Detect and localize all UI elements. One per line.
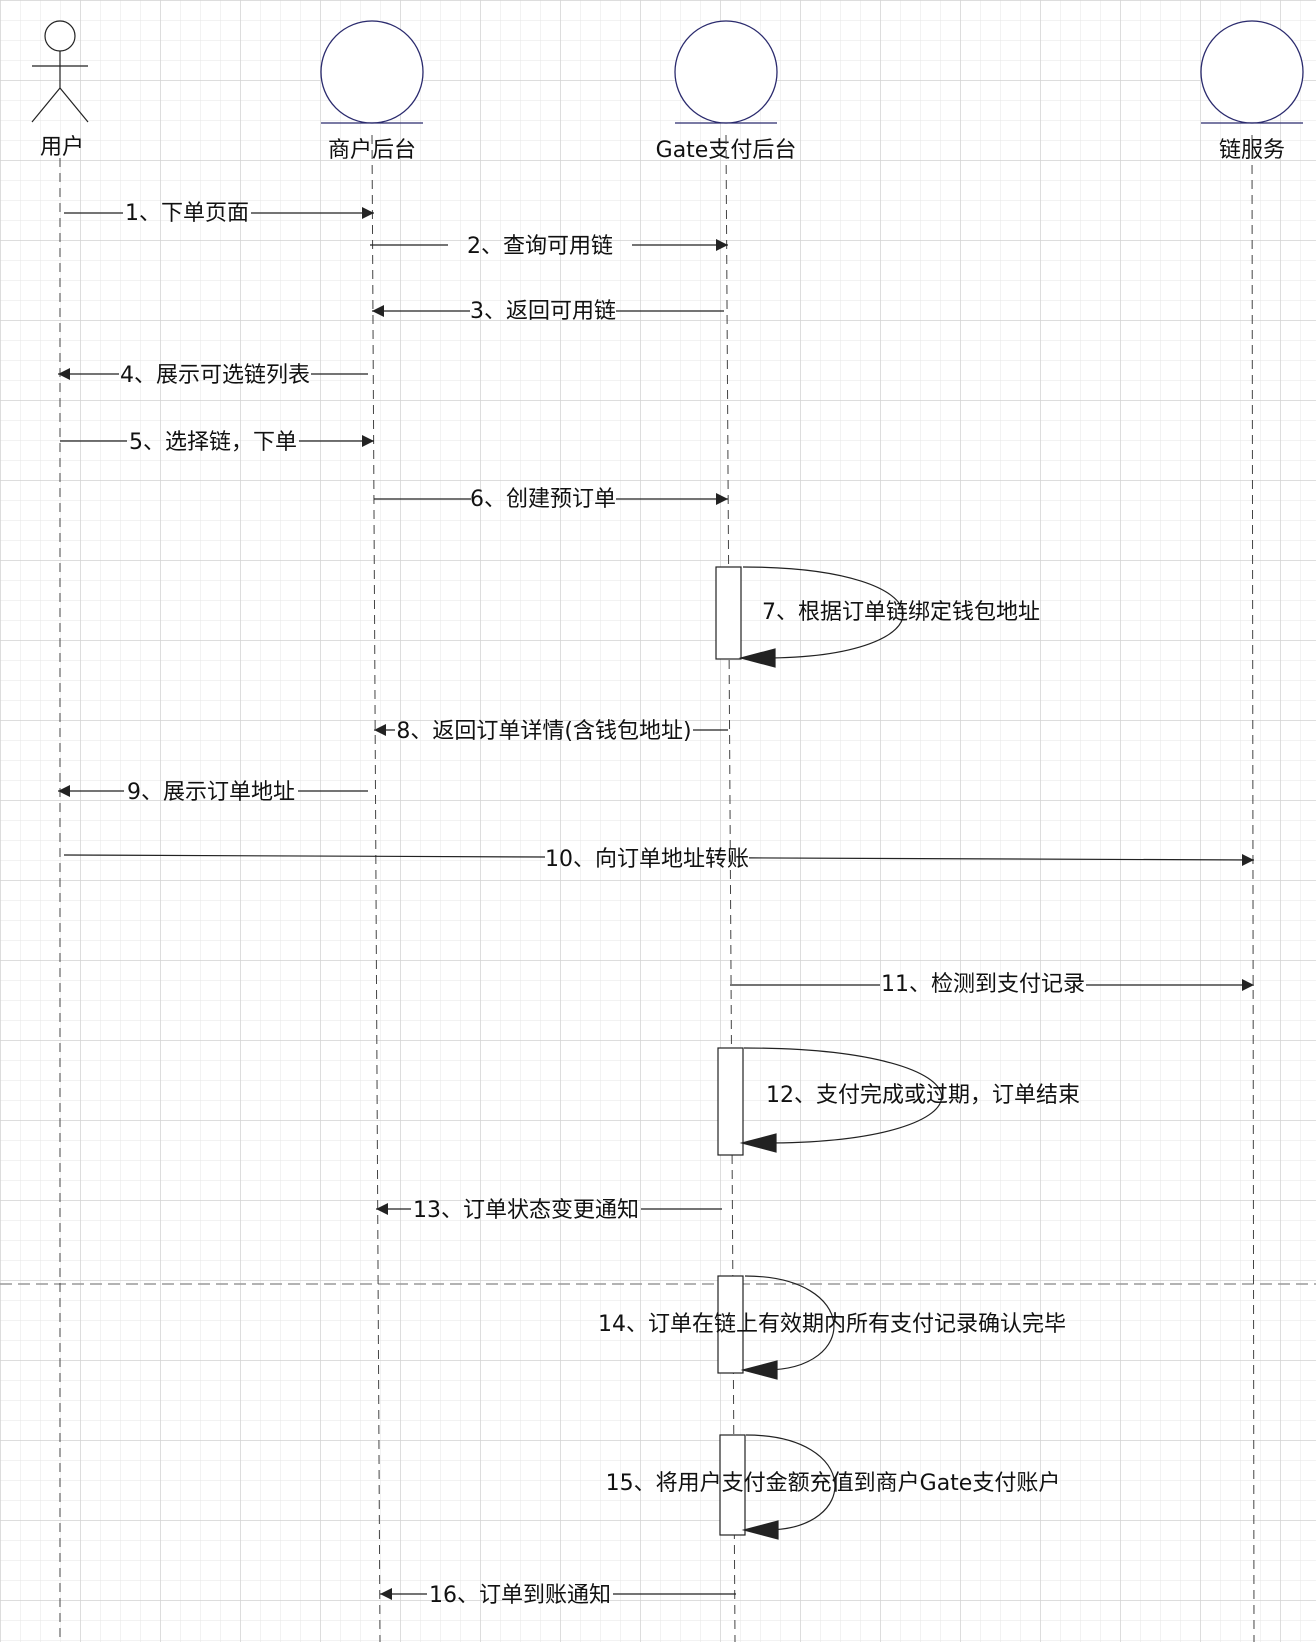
entity-icon (1200, 20, 1304, 124)
message-layer (58, 207, 1255, 1600)
message-arrowhead-6 (716, 493, 728, 505)
lifeline-chain (1251, 134, 1255, 1642)
participant-merchant: 商户后台 (320, 20, 424, 1642)
self-message-arrowhead-12 (739, 1133, 777, 1153)
self-message-curve-12 (743, 1047, 943, 1144)
message-label-9: 9、展示订单地址 (127, 780, 295, 805)
message-arrowhead-3 (372, 305, 384, 317)
activation-bar (719, 1434, 746, 1536)
self-message-curve-14 (744, 1275, 835, 1371)
message-line-10 (63, 854, 546, 858)
message-label-14: 14、订单在链上有效期内所有支付记录确认完毕 (598, 1312, 1066, 1337)
activation-bar (717, 1275, 744, 1374)
message-label-7: 7、根据订单链绑定钱包地址 (762, 600, 1040, 625)
message-arrowhead-2 (716, 239, 728, 251)
message-label-12: 12、支付完成或过期，订单结束 (766, 1083, 1080, 1108)
self-message-curve-7 (742, 566, 904, 659)
message-label-13: 13、订单状态变更通知 (413, 1198, 639, 1223)
entity-icon (320, 20, 424, 124)
message-line-10 (748, 857, 1255, 861)
activation-bar (717, 1047, 744, 1156)
message-label-3: 3、返回可用链 (470, 299, 616, 324)
message-arrowhead-5 (362, 435, 374, 447)
message-label-10: 10、向订单地址转账 (545, 847, 749, 872)
participant-name-user: 用户 (40, 135, 84, 160)
activation-bar (715, 566, 742, 660)
message-label-6: 6、创建预订单 (470, 487, 616, 512)
self-message-arrowhead-14 (740, 1360, 778, 1380)
entity-icon (674, 20, 778, 124)
participant-gate: Gate支付后台 (656, 20, 796, 1642)
participant-user: 用户 (31, 20, 89, 1642)
message-arrowhead-1 (362, 207, 374, 219)
message-arrowhead-13 (376, 1203, 388, 1215)
message-label-5: 5、选择链，下单 (129, 430, 297, 455)
self-message-curve-15 (745, 1434, 836, 1531)
participant-chain: 链服务 (1200, 20, 1304, 1642)
message-label-2: 2、查询可用链 (467, 234, 613, 259)
message-arrowhead-8 (374, 724, 386, 736)
message-arrowhead-9 (58, 785, 70, 797)
message-label-1: 1、下单页面 (125, 201, 249, 226)
self-message-arrowhead-15 (741, 1520, 779, 1540)
message-labels: 1、下单页面 2、查询可用链 3、返回可用链 4、展示可选链列表 5、选择链，下… (120, 201, 1085, 1608)
lifeline-merchant (371, 134, 381, 1642)
message-arrowhead-4 (58, 368, 70, 380)
message-arrowhead-10 (1242, 854, 1254, 866)
message-label-16: 16、订单到账通知 (429, 1583, 611, 1608)
message-label-4: 4、展示可选链列表 (120, 363, 310, 388)
message-arrowhead-16 (380, 1588, 392, 1600)
message-label-15: 15、将用户支付金额充值到商户Gate支付账户 (606, 1471, 1061, 1496)
message-arrowhead-11 (1242, 979, 1254, 991)
message-label-11: 11、检测到支付记录 (881, 972, 1085, 997)
self-message-arrowhead-7 (738, 648, 776, 668)
lifeline-gate (725, 134, 736, 1642)
message-label-8: 8、返回订单详情(含钱包地址) (396, 719, 691, 744)
actor-icon (31, 20, 89, 123)
